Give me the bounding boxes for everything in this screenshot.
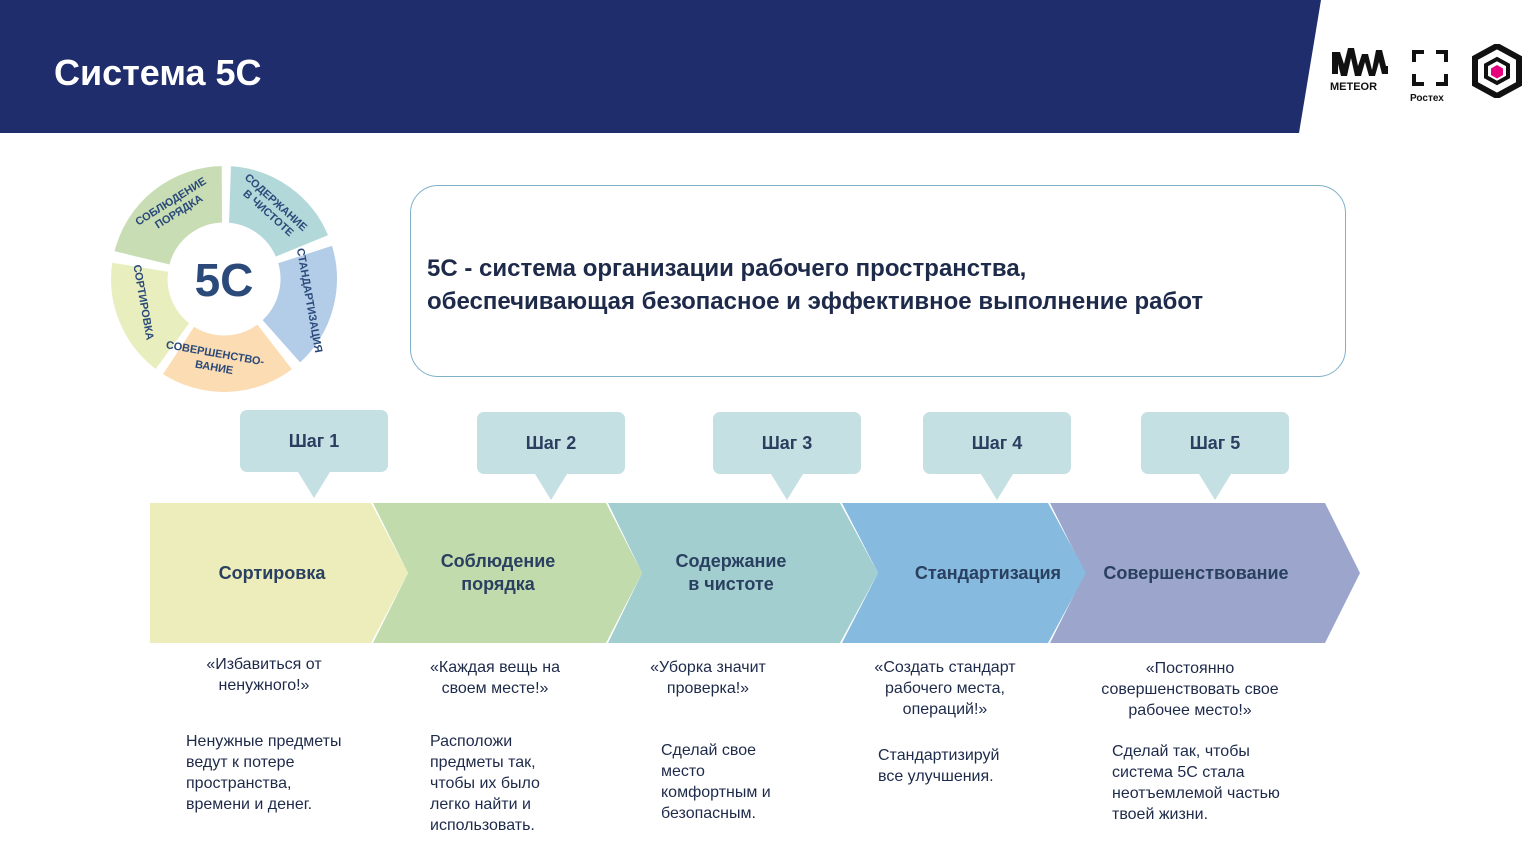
definition-box: 5С - система организации рабочего простр… [410,185,1346,377]
chevron-order [373,503,642,643]
meteor-icon [1332,48,1388,76]
hexagon-logo [1472,42,1522,103]
step-5-callout: Шаг 5 [1141,412,1289,500]
rostec-icon [1412,50,1448,86]
step-4-callout: Шаг 4 [923,412,1071,500]
wheel-center [172,227,276,331]
5s-wheel: 5С СОБЛЮДЕНИЕ ПОРЯДКА СОДЕРЖАНИЕ В ЧИСТО… [108,162,340,395]
rostec-logo: Ростех [1410,48,1450,104]
motto-step-5: «Постоянно совершенствовать свое рабочее… [1101,660,1279,719]
stage-label-standard: Стандартизация [914,562,1062,583]
motto-step-1: «Избавиться от ненужного!» [206,656,322,694]
stage-label-order: Соблюдение порядка [440,551,556,594]
page-title: Система 5С [54,52,262,93]
description-step-5: Сделай так, чтобы система 5С стала неотъ… [1112,743,1280,823]
motto-step-2: «Каждая вещь на своем месте!» [429,659,561,697]
description-step-3: Сделай свое место комфортным и безопасны… [661,742,771,822]
motto-step-4: «Создать стандарт рабочего места, операц… [874,659,1016,718]
chevron-clean [608,503,878,643]
wheel-segment-improve [158,320,297,395]
wheel-segment-standard [258,242,340,367]
description-step-4: Стандартизируй все улучшения. [878,747,1000,785]
wheel-segment-order [110,162,226,269]
description-step-1: Ненужные предметы ведут к потере простра… [186,733,342,813]
stage-label-clean: Содержание в чистоте [675,551,787,594]
chevron-standard [842,503,1086,643]
description-step-2: Расположи предметы так, чтобы их было ле… [430,733,540,834]
header-bar [0,0,1321,133]
step-2-callout: Шаг 2 [477,412,625,500]
stage-label-improve: Совершенствование [1103,562,1289,583]
wheel-center-label: 5С [195,254,254,306]
wheel-segment-sort [108,259,194,374]
step-1-callout: Шаг 1 [240,410,388,498]
chevron-improve [1050,503,1360,643]
wheel-segment-clean [225,163,332,261]
motto-step-3: «Уборка значит проверка!» [650,659,766,697]
step-3-callout: Шаг 3 [713,412,861,500]
chevron-sort [150,503,408,643]
hexagon-icon [1472,42,1522,100]
stage-label-sort: Сортировка [218,562,326,583]
meteor-logo: METEOR [1330,44,1390,93]
definition-text: 5С - система организации рабочего простр… [427,255,1204,315]
